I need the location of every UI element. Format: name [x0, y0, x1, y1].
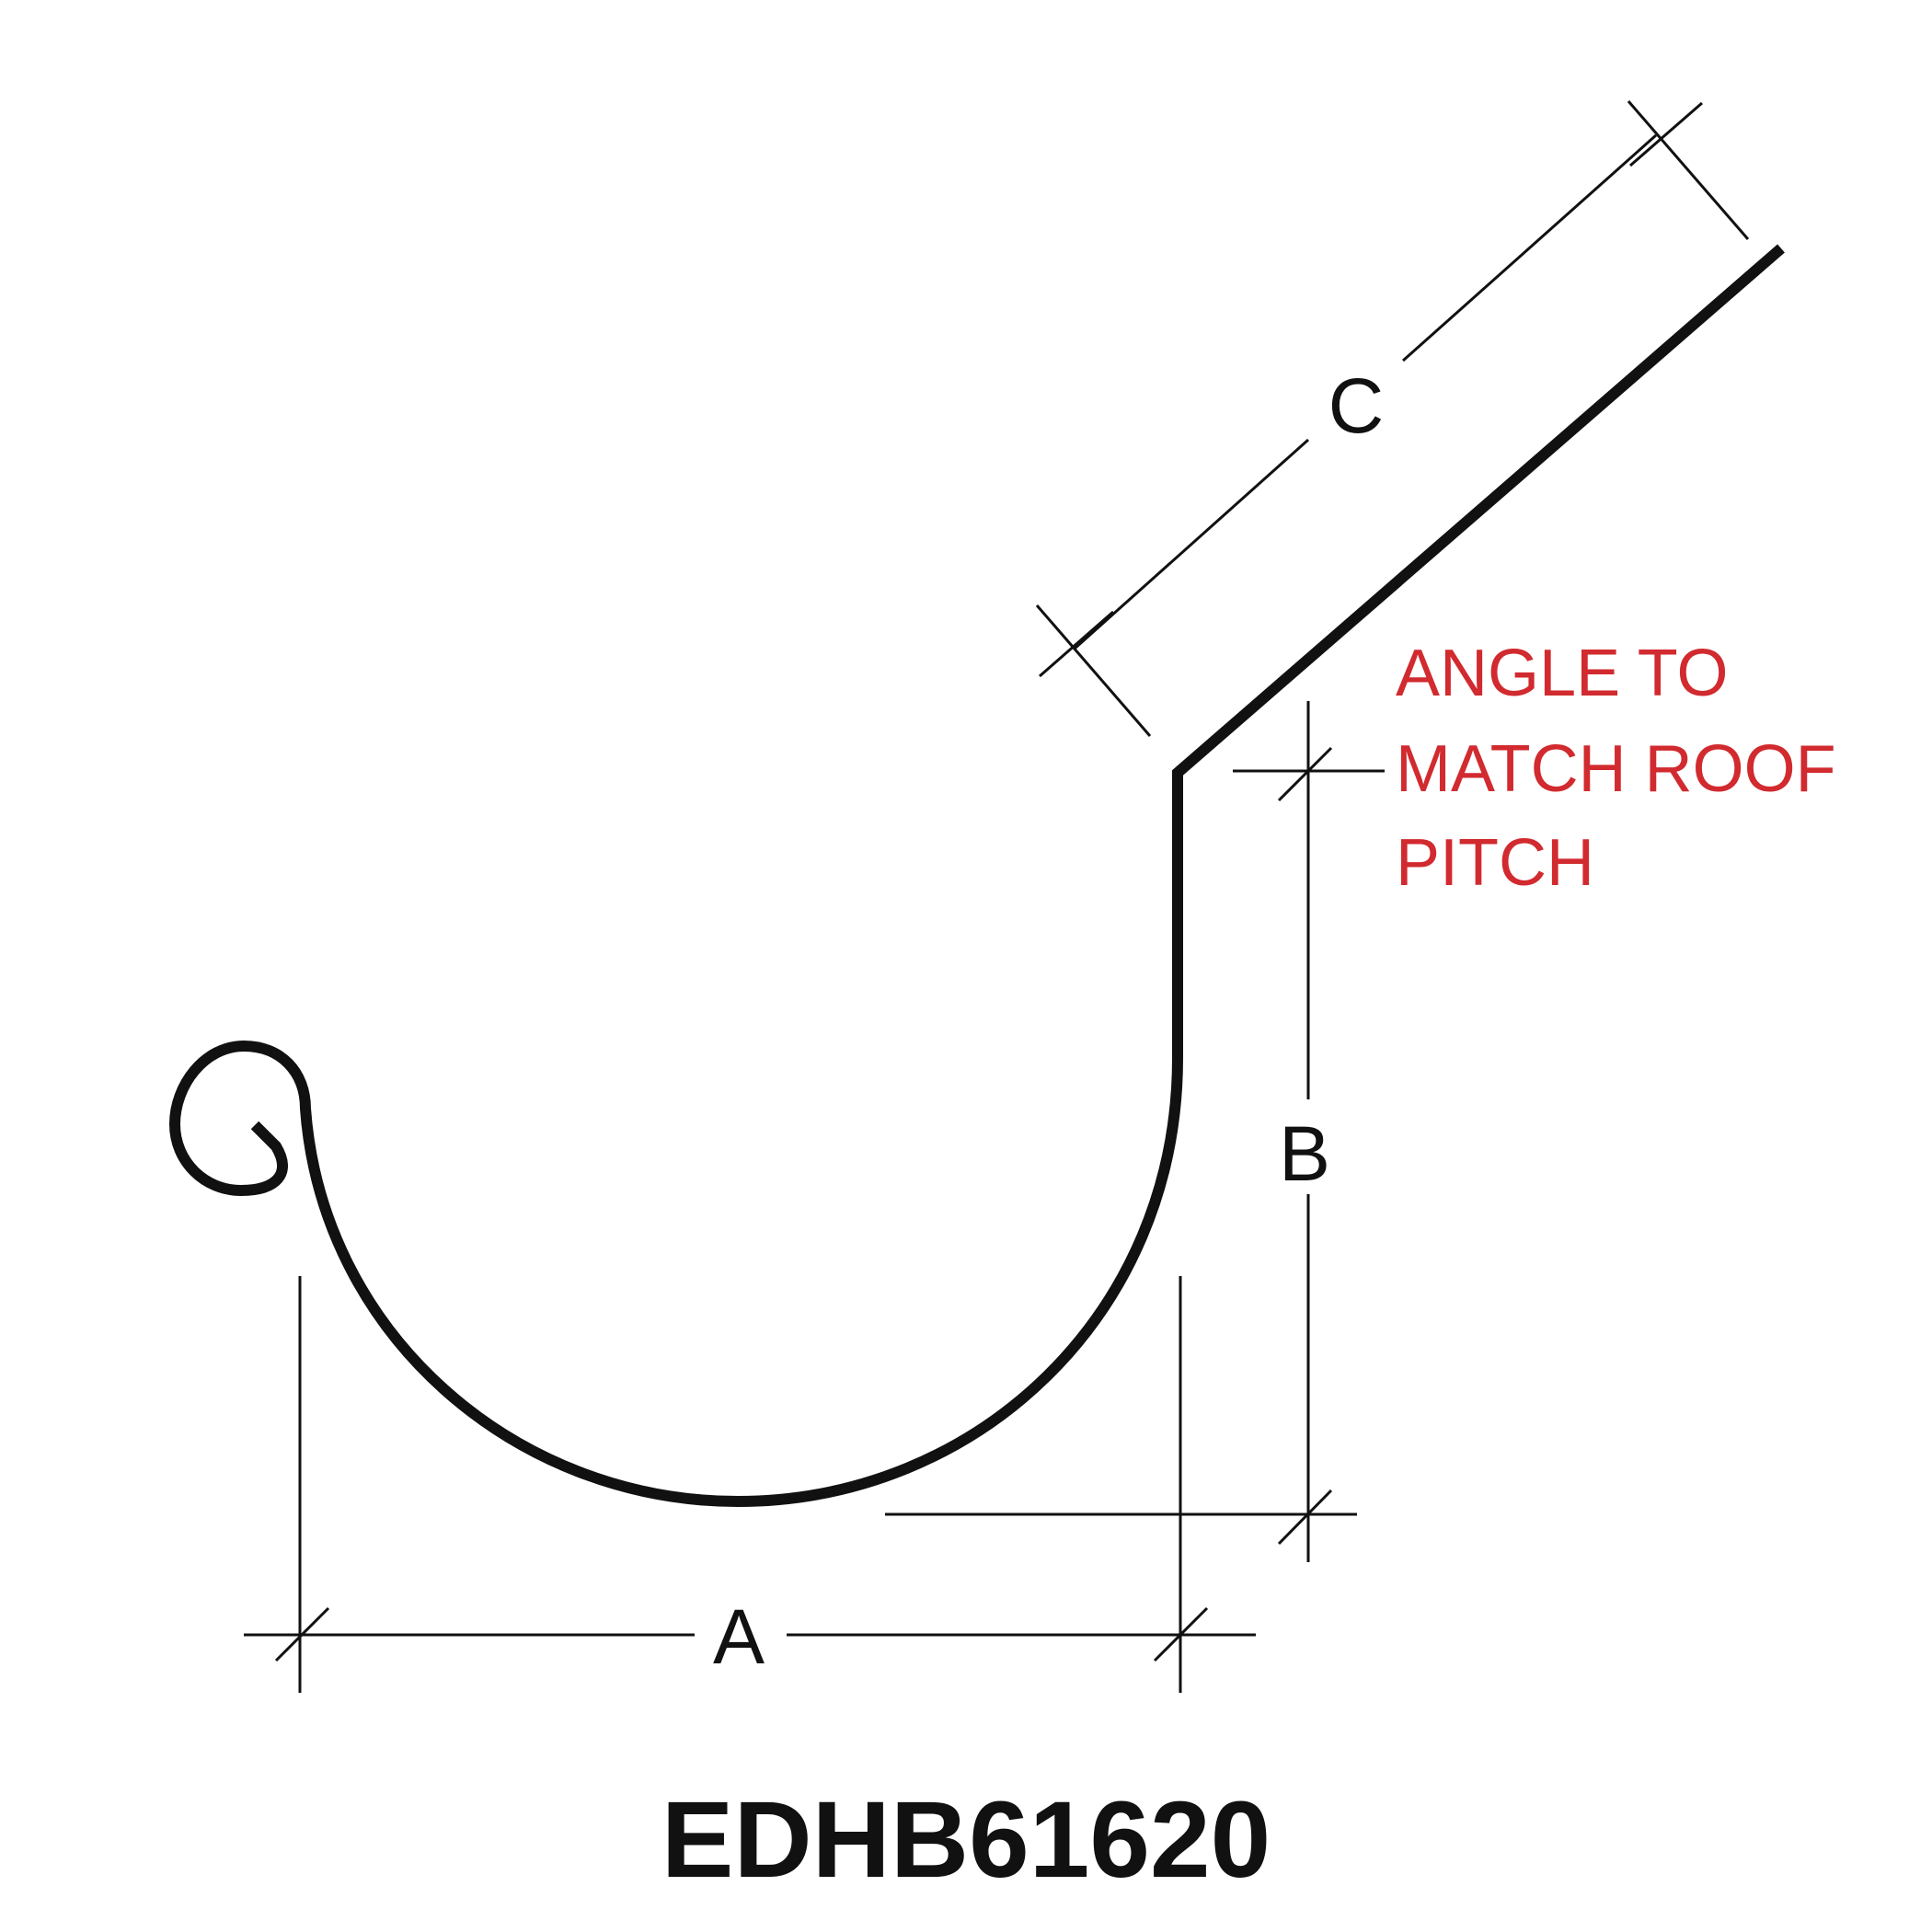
- note-line-2: MATCH ROOF: [1396, 732, 1836, 806]
- note-line-1: ANGLE TO: [1396, 637, 1728, 710]
- dimension-c-label: C: [1328, 362, 1385, 449]
- dimension-a-label: A: [713, 1593, 765, 1680]
- dimension-c-cross-upper: [1629, 101, 1703, 167]
- hanger-profile: [168, 244, 1785, 1508]
- part-number: EDHB61620: [661, 1779, 1271, 1901]
- dimension-b-cross-bottom: [1277, 1489, 1333, 1546]
- dimension-c-tick-upper: [1627, 100, 1750, 240]
- dimension-a-cross-right: [1153, 1606, 1209, 1662]
- roof-pitch-note: ANGLE TO MATCH ROOF PITCH: [1396, 637, 1836, 900]
- dimension-a-cross-left: [274, 1606, 330, 1662]
- dimension-c-tick-lower: [1035, 604, 1152, 737]
- dimension-c-line-upper: [1402, 133, 1657, 362]
- dimension-c-cross-lower: [1039, 610, 1114, 678]
- dimension-c-line-lower: [1074, 438, 1309, 650]
- dimension-b-cross-top: [1277, 746, 1333, 802]
- note-line-3: PITCH: [1396, 826, 1594, 900]
- dimension-b-label: B: [1279, 1110, 1330, 1197]
